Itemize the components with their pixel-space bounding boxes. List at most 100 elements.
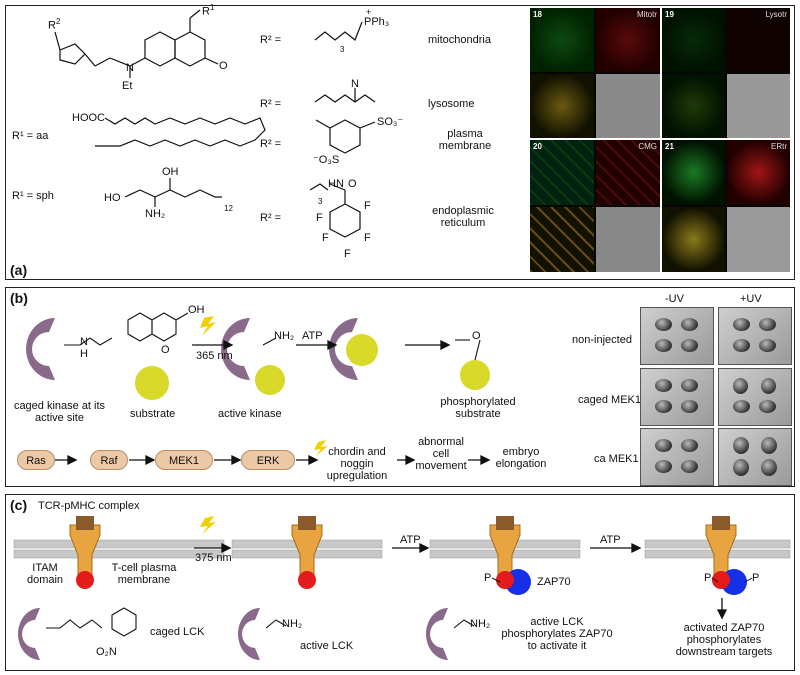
micrograph-21-number: 21 — [665, 142, 674, 151]
target-er: endoplasmic reticulum — [432, 205, 494, 229]
row-non-injected: non-injected — [572, 334, 632, 346]
r2-sub-4: 3 — [318, 197, 323, 206]
phospho-substrate-circle — [460, 360, 490, 390]
active-lck-label: active LCK — [300, 640, 354, 652]
substrate-circle — [135, 366, 169, 400]
micrograph-18-tag: Mitotr — [637, 10, 657, 19]
r2-core: R2 — [48, 17, 61, 32]
r2-chem-3: SO₃⁻ — [377, 116, 404, 128]
active-lck-shape — [238, 608, 260, 660]
r1-aa-label: R¹ = aa — [12, 130, 49, 142]
core-o: O — [219, 60, 228, 72]
target-mitochondria: mitochondria — [428, 34, 491, 46]
r2-eq-3: R² = — [260, 138, 282, 150]
sph-oh: OH — [162, 166, 179, 178]
caged-lck-label: caged LCK — [150, 626, 205, 638]
c-p-2: P — [704, 572, 712, 584]
active-substrate-circle — [255, 365, 285, 395]
b-uv-nm: 365 nm — [196, 350, 233, 362]
sph-12: 12 — [224, 204, 233, 213]
micrograph-21: 21 ERtr — [662, 140, 790, 272]
r2-f-4: F — [344, 248, 351, 260]
embryo-image-3 — [640, 368, 714, 426]
r2-sub-1: 3 — [340, 45, 345, 54]
chordin-label: chordin and noggin upregulation — [326, 446, 388, 482]
b-nh-n: N — [80, 336, 88, 348]
phospho-substrate-label: phosphorylated substrate — [440, 396, 516, 420]
c-no2: O₂N — [96, 646, 117, 658]
b-phos: O — [472, 330, 481, 342]
caged-kinase-label: caged kinase at its active site — [13, 400, 106, 424]
r2-charge-1: + — [366, 7, 372, 17]
micrograph-19: 19 Lysotr — [662, 8, 790, 138]
itam-label: ITAM domain — [26, 562, 64, 586]
core-et: Et — [122, 80, 133, 92]
r2-f-3: F — [364, 232, 371, 244]
bound-substrate-circle — [346, 334, 378, 366]
r2-chem-1: PPh₃ — [364, 16, 390, 28]
panel-c-label: (c) — [10, 497, 28, 513]
caged-lck-shape — [18, 608, 40, 660]
atp-2: ATP — [600, 534, 621, 546]
c-p-3: P — [752, 572, 760, 584]
r2-eq-2: R² = — [260, 98, 282, 110]
tcr-label: TCR-pMHC complex — [38, 500, 140, 512]
abnormal-label: abnormal cell movement — [415, 436, 467, 472]
embryo-image-2 — [718, 307, 792, 365]
pathway-ras: Ras — [17, 450, 55, 470]
r1-core: R1 — [202, 3, 215, 18]
bound-kinase-shape — [329, 318, 358, 380]
micrograph-18-number: 18 — [533, 10, 542, 19]
aa-cooh: HOOC — [72, 112, 105, 124]
active-lck-shape-2 — [426, 608, 448, 660]
micrograph-20-number: 20 — [533, 142, 542, 151]
c-nh2-1: NH₂ — [282, 618, 303, 630]
elongation-label: embryo elongation — [495, 446, 547, 470]
header-plus-uv: +UV — [740, 293, 762, 305]
uv-bolt-icon — [200, 316, 216, 336]
uv-bolt-icon-b2 — [314, 440, 328, 456]
itam-1 — [76, 571, 94, 589]
active-kinase-label: active kinase — [218, 408, 282, 420]
caged-kinase-shape — [26, 318, 55, 380]
sph-nh2: NH₂ — [145, 208, 166, 220]
header-minus-uv: -UV — [665, 293, 684, 305]
pathway-raf: Raf — [90, 450, 128, 470]
target-lysosome: lysosome — [428, 98, 475, 110]
r2-chem-2: N — [351, 78, 359, 90]
b-oh: OH — [188, 304, 205, 316]
micrograph-20-tag: CMG — [638, 142, 657, 151]
r2-f-5: F — [316, 212, 323, 224]
c-uv-nm: 375 nm — [195, 552, 232, 564]
pathway-erk: ERK — [241, 450, 295, 470]
r1-sph-label: R¹ = sph — [12, 190, 54, 202]
micrograph-20: 20 CMG — [530, 140, 660, 272]
micrograph-21-tag: ERtr — [771, 142, 787, 151]
pathway-mek1: MEK1 — [155, 450, 213, 470]
r2-chem-4b: O — [348, 178, 357, 190]
zap70-label: ZAP70 — [537, 576, 571, 588]
r2-chem-3b: ⁻O₃S — [313, 154, 340, 166]
core-n: N — [126, 62, 134, 74]
embryo-image-4 — [718, 368, 792, 426]
micrograph-19-number: 19 — [665, 10, 674, 19]
embryo-image-1 — [640, 307, 714, 365]
b-nh2: NH₂ — [274, 330, 295, 342]
r2-f-1: F — [364, 200, 371, 212]
c-nh2-2: NH₂ — [470, 618, 491, 630]
embryo-image-5 — [640, 428, 714, 486]
target-plasma-membrane: plasma membrane — [438, 128, 492, 152]
b-atp: ATP — [302, 330, 323, 342]
r2-eq-1: R² = — [260, 34, 282, 46]
panel-a-label: (a) — [10, 262, 28, 278]
sph-ho: HO — [104, 192, 121, 204]
row-ca-mek1: ca MEK1 — [594, 453, 639, 465]
panel-c — [5, 494, 795, 671]
active-kinase-shape — [221, 318, 250, 380]
lck-phos-label: active LCK phosphorylates ZAP70 to activ… — [501, 616, 613, 652]
uv-bolt-icon-c — [200, 516, 216, 534]
r2-eq-4: R² = — [260, 212, 282, 224]
